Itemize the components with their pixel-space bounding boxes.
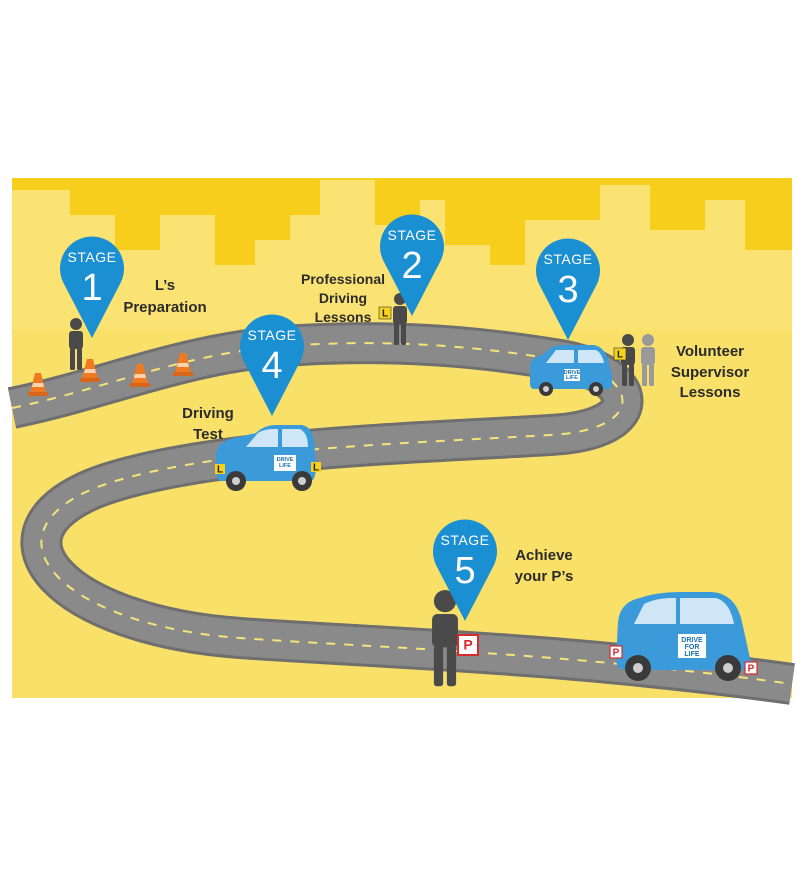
p-plate: P bbox=[457, 634, 479, 656]
stage-1-label: L’s Preparation bbox=[123, 277, 206, 316]
stage-5-label: Achieve your P’s bbox=[515, 547, 574, 585]
svg-text:Lessons: Lessons bbox=[680, 384, 741, 401]
svg-text:5: 5 bbox=[454, 550, 475, 592]
svg-text:P: P bbox=[613, 648, 620, 659]
svg-text:L: L bbox=[217, 465, 223, 476]
svg-text:LIFE: LIFE bbox=[684, 651, 699, 658]
svg-text:Driving: Driving bbox=[319, 290, 367, 306]
car-icon: DRIVE FOR LIFE P P bbox=[609, 592, 758, 681]
learner-plate: L bbox=[378, 306, 392, 320]
svg-text:STAGE: STAGE bbox=[544, 251, 593, 267]
svg-text:L: L bbox=[617, 350, 623, 361]
svg-text:2: 2 bbox=[401, 245, 422, 287]
svg-text:STAGE: STAGE bbox=[441, 532, 490, 548]
svg-text:L’s: L’s bbox=[155, 277, 175, 294]
stage-5-pin: STAGE 5 bbox=[433, 519, 497, 621]
svg-text:Driving: Driving bbox=[182, 405, 234, 422]
stage-4-label: Driving Test bbox=[182, 405, 234, 443]
stage-2-label: Professional Driving Lessons bbox=[301, 271, 385, 325]
stage-3-label: Volunteer Supervisor Lessons bbox=[671, 343, 750, 401]
svg-text:Supervisor: Supervisor bbox=[671, 364, 750, 381]
map-pin-icon bbox=[59, 236, 124, 338]
svg-text:DRIVE: DRIVE bbox=[277, 457, 294, 463]
stage-2-pin: STAGE 2 bbox=[380, 214, 444, 316]
map-pin-icon bbox=[240, 314, 304, 416]
svg-text:DRIVE: DRIVE bbox=[564, 370, 581, 376]
svg-text:Lessons: Lessons bbox=[315, 309, 372, 325]
svg-text:3: 3 bbox=[557, 269, 578, 311]
learner-plate: L bbox=[613, 347, 627, 361]
svg-text:L: L bbox=[313, 463, 319, 474]
stage-4-pin: STAGE 4 bbox=[240, 314, 304, 416]
svg-text:DRIVE: DRIVE bbox=[681, 637, 703, 644]
svg-text:Achieve: Achieve bbox=[515, 547, 573, 564]
svg-text:STAGE: STAGE bbox=[68, 249, 117, 265]
svg-text:Professional: Professional bbox=[301, 271, 385, 287]
svg-text:4: 4 bbox=[261, 345, 282, 387]
svg-text:LIFE: LIFE bbox=[566, 375, 578, 381]
svg-text:P: P bbox=[463, 637, 472, 653]
svg-text:STAGE: STAGE bbox=[248, 327, 297, 343]
svg-text:your P’s: your P’s bbox=[515, 568, 574, 585]
svg-text:FOR: FOR bbox=[685, 644, 700, 651]
road-centre-line bbox=[11, 342, 793, 685]
svg-text:LIFE: LIFE bbox=[279, 463, 291, 469]
svg-text:Preparation: Preparation bbox=[123, 299, 206, 316]
svg-text:P: P bbox=[748, 664, 755, 675]
stage-1-pin: STAGE 1 bbox=[59, 236, 124, 338]
winding-road bbox=[7, 322, 795, 705]
svg-text:L: L bbox=[382, 309, 388, 320]
map-pin-icon bbox=[433, 519, 497, 621]
map-pin-icon bbox=[380, 214, 444, 316]
svg-text:Test: Test bbox=[193, 426, 223, 443]
car-icon: DRIVE LIFE bbox=[530, 345, 612, 396]
car-icon: DRIVE LIFE L L bbox=[215, 425, 321, 491]
svg-text:1: 1 bbox=[81, 267, 102, 309]
map-pin-icon bbox=[536, 238, 600, 340]
stage-3-pin: STAGE 3 bbox=[536, 238, 600, 340]
svg-text:Volunteer: Volunteer bbox=[676, 343, 744, 360]
svg-text:STAGE: STAGE bbox=[388, 227, 437, 243]
